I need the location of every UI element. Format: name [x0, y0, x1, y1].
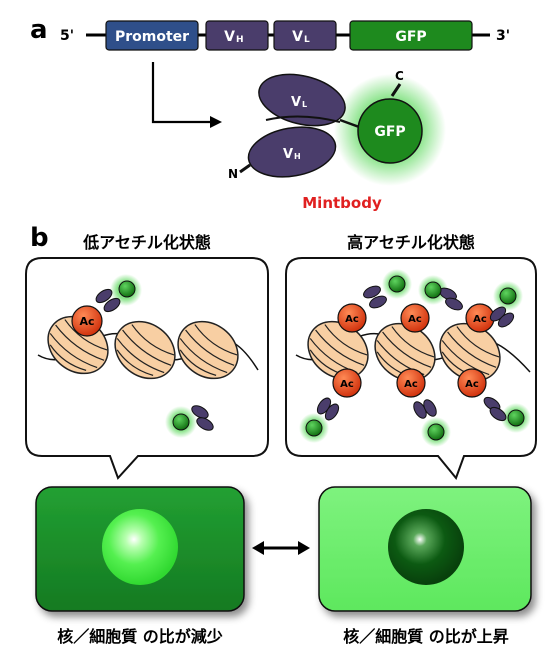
acetyl-group-left: Ac [71, 305, 103, 337]
high-acetylation-caption: 核／細胞質 の比が上昇 [343, 627, 509, 646]
n-terminus-label: N [228, 167, 238, 181]
bound-mintbody-right-5 [413, 399, 451, 447]
three-prime-label: 3' [496, 28, 510, 44]
vl-domain [258, 73, 346, 127]
vh-domain [247, 126, 337, 178]
low-acetylation-caption: 核／細胞質 の比が減少 [57, 627, 223, 646]
acetyl-group-right-3: Ac [465, 303, 495, 333]
acetyl-group-right-6: Ac [457, 368, 487, 398]
vl-gene-box: V L [273, 20, 337, 51]
acetyl-group-right-2: Ac [400, 303, 430, 333]
vh-domain-subscript: H [294, 152, 301, 161]
bound-mintbody-right-4 [299, 397, 340, 443]
acetyl-group-right-1: Ac [337, 303, 367, 333]
svg-text:Ac: Ac [473, 314, 487, 325]
promoter-label: Promoter [115, 29, 189, 45]
mintbody-name: Mintbody [302, 194, 382, 212]
panel-a-label: a [30, 15, 48, 45]
vh-domain-label: V [283, 147, 293, 162]
free-mintbody-left-2 [165, 405, 214, 438]
acetyl-group-right-4: Ac [332, 368, 362, 398]
gfp-gene-label: GFP [395, 29, 426, 45]
low-acetylation-title: 低アセチル化状態 [82, 233, 211, 252]
gfp-domain-label: GFP [374, 124, 405, 140]
acetyl-group-right-5: Ac [396, 368, 426, 398]
arrowhead-right-icon [298, 541, 310, 555]
panel-b-label: b [30, 223, 49, 253]
high-acetylation-title: 高アセチル化状態 [347, 233, 475, 252]
mintbody-protein [239, 73, 446, 186]
vl-domain-label: V [291, 95, 301, 110]
free-mintbody-left-1 [95, 274, 142, 313]
svg-text:Ac: Ac [340, 379, 354, 390]
gfp-domain [357, 98, 423, 164]
svg-text:Ac: Ac [404, 379, 418, 390]
gfp-gene-box: GFP [349, 20, 473, 51]
expression-arrow [151, 62, 210, 124]
five-prime-label: 5' [60, 28, 74, 44]
dark-nucleus [388, 509, 464, 585]
svg-text:Ac: Ac [345, 314, 359, 325]
vh-gene-box: V H [205, 20, 269, 51]
bound-mintbody-right-2 [418, 275, 463, 311]
svg-text:Ac: Ac [408, 314, 422, 325]
vl-gene-label: V [292, 29, 303, 45]
bright-nucleus [102, 509, 178, 585]
expression-arrowhead-icon [210, 116, 222, 128]
bound-mintbody-right-3 [489, 281, 523, 328]
arrowhead-left-icon [252, 541, 264, 555]
vl-gene-subscript: L [304, 35, 310, 45]
svg-text:Ac: Ac [465, 379, 479, 390]
c-terminus-label: C [395, 69, 404, 83]
promoter-box: Promoter [105, 20, 199, 51]
bound-mintbody-right-6 [483, 396, 531, 433]
svg-text:Ac: Ac [79, 315, 94, 328]
vl-domain-subscript: L [302, 100, 307, 109]
vh-gene-label: V [224, 29, 235, 45]
bound-mintbody-right-1 [363, 269, 412, 309]
vh-gene-subscript: H [236, 35, 244, 45]
